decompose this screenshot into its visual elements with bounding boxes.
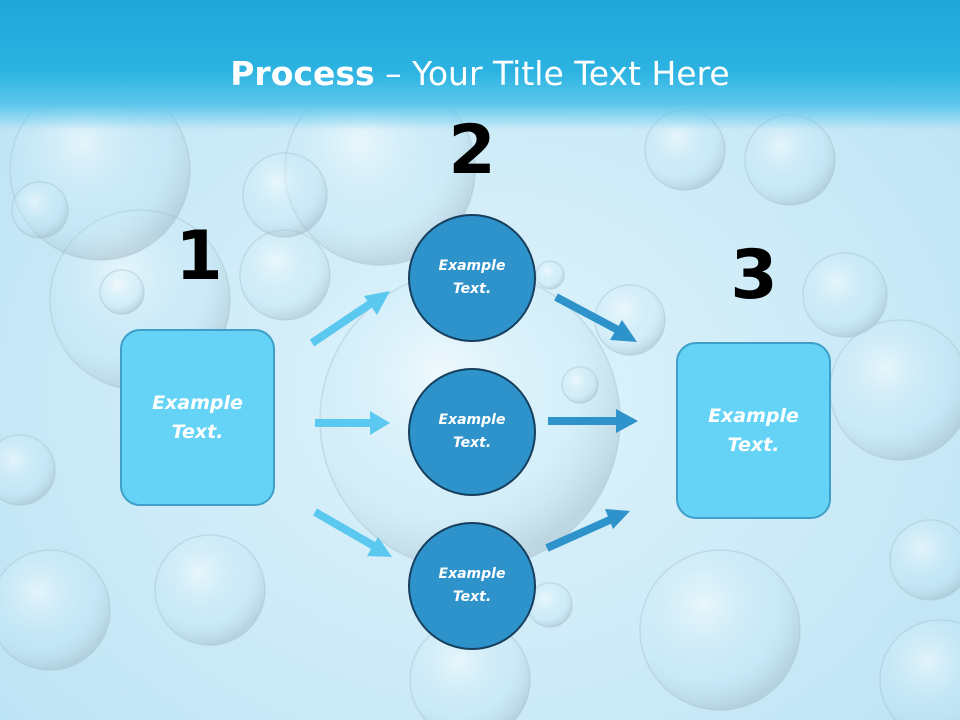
title-bold: Process	[230, 54, 375, 93]
page-title: Process – Your Title Text Here	[0, 52, 960, 96]
step-1-label: Example Text.	[152, 391, 243, 443]
step-3-label: Example Text.	[708, 404, 799, 456]
step-2-circle-top: Example Text.	[408, 214, 536, 342]
step-1-box: Example Text.	[120, 329, 275, 506]
title-bar	[0, 0, 960, 130]
title-rest: – Your Title Text Here	[374, 54, 730, 93]
step-number-2: 2	[448, 111, 496, 190]
step-number-3: 3	[730, 236, 778, 315]
step-2-circle-bottom: Example Text.	[408, 522, 536, 650]
step-2-circle-middle-label: Example Text.	[438, 412, 506, 451]
arrow-1-to-2-bottom	[313, 508, 376, 550]
arrow-1-to-2-top	[309, 300, 373, 347]
arrow-2-to-3-bottom	[545, 515, 614, 552]
step-number-1: 1	[175, 217, 223, 296]
step-2-circle-middle: Example Text.	[408, 368, 536, 496]
step-2-circle-bottom-label: Example Text.	[438, 566, 506, 605]
step-2-circle-top-label: Example Text.	[438, 258, 506, 297]
step-3-box: Example Text.	[676, 342, 831, 519]
arrow-2-to-3-top	[554, 293, 620, 334]
